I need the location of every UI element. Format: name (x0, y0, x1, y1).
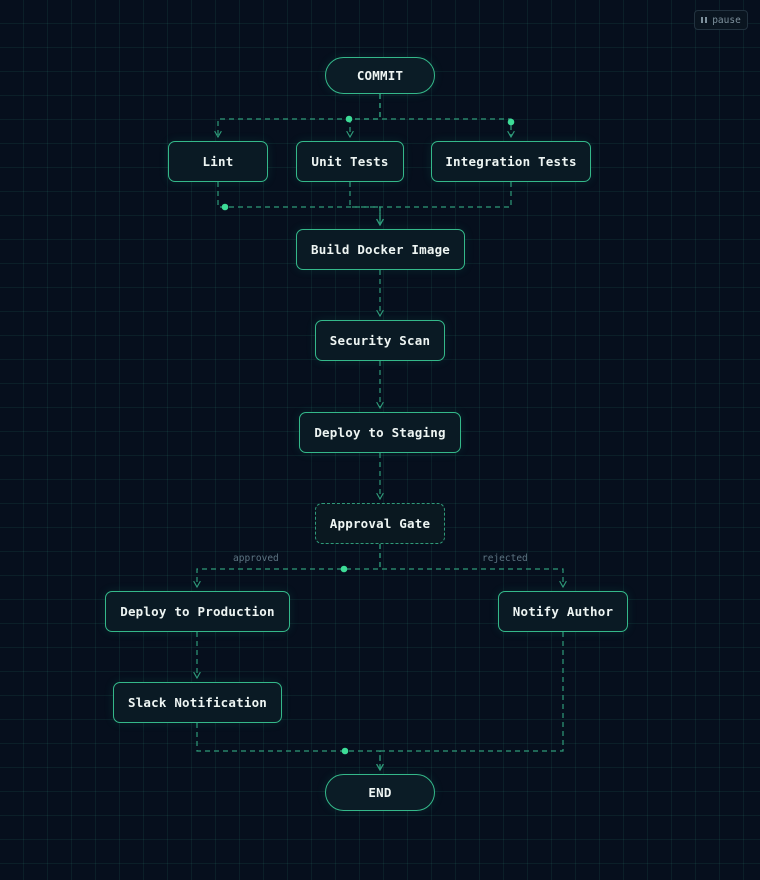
flow-dot (341, 747, 349, 755)
pause-label: pause (712, 14, 741, 26)
edge-gate-production (193, 544, 381, 589)
node-security-scan[interactable]: Security Scan (315, 320, 445, 361)
node-build-docker-image[interactable]: Build Docker Image (296, 229, 465, 270)
node-end[interactable]: END (325, 774, 435, 811)
flow-dot (221, 203, 229, 211)
node-lint[interactable]: Lint (168, 141, 268, 182)
edge-notify-end (376, 632, 564, 772)
edge-commit-lint (214, 94, 381, 139)
edge-label-rejected: rejected (482, 553, 528, 564)
node-unit-tests[interactable]: Unit Tests (296, 141, 404, 182)
node-deploy-staging[interactable]: Deploy to Staging (299, 412, 461, 453)
edge-integration-tests-build (376, 182, 512, 227)
edge-gate-notify (379, 544, 567, 589)
pause-icon (701, 17, 708, 23)
flow-dot (507, 118, 515, 126)
node-approval-gate[interactable]: Approval Gate (315, 503, 445, 544)
node-deploy-production[interactable]: Deploy to Production (105, 591, 290, 632)
edge-lint-build (217, 182, 384, 227)
node-integration-tests[interactable]: Integration Tests (431, 141, 591, 182)
edge-unit-tests-build (349, 182, 384, 227)
edge-commit-unit-tests (346, 94, 381, 139)
node-commit[interactable]: COMMIT (325, 57, 435, 94)
node-notify-author[interactable]: Notify Author (498, 591, 628, 632)
node-slack-notification[interactable]: Slack Notification (113, 682, 282, 723)
pause-button[interactable]: pause (694, 10, 748, 30)
edge-label-approved: approved (233, 553, 279, 564)
flow-dot (345, 115, 353, 123)
flow-dot (340, 565, 348, 573)
edge-commit-integration-tests (379, 94, 515, 139)
edge-slack-end (196, 723, 384, 772)
